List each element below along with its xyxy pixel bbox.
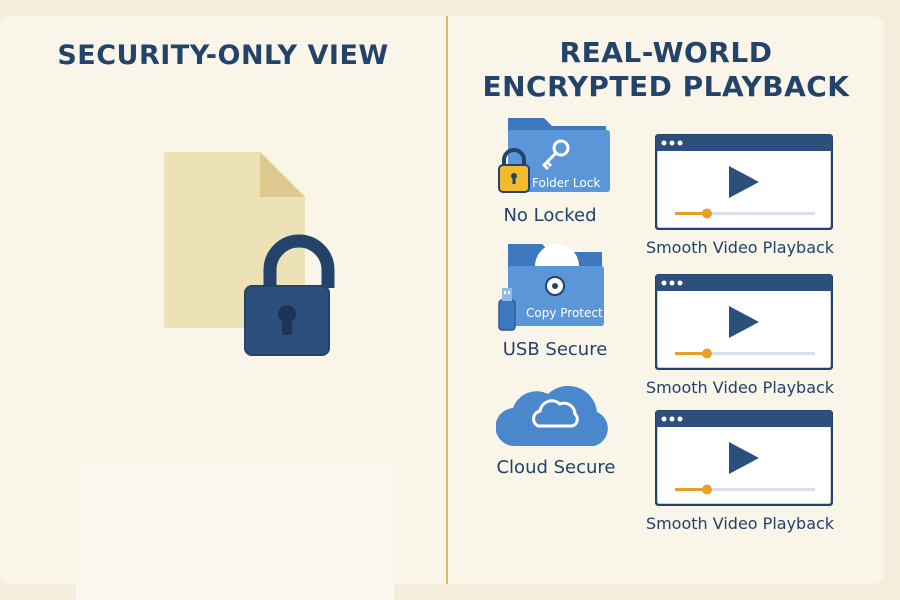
video-player-2 bbox=[655, 274, 833, 370]
video-playback-label-2: Smooth Video Playback bbox=[645, 378, 835, 397]
video-player-3 bbox=[655, 410, 833, 506]
cloud-secure-label: Cloud Secure bbox=[496, 457, 616, 478]
folder-lock-icon bbox=[498, 118, 610, 193]
usb-copy-protect-icon bbox=[498, 244, 604, 331]
left-title: SECURITY-ONLY VIEW bbox=[57, 40, 389, 71]
right-title-line-1: REAL-WORLD bbox=[559, 36, 773, 69]
blank-box bbox=[76, 463, 394, 600]
video-playback-label-3: Smooth Video Playback bbox=[645, 514, 835, 533]
video-playback-label-1: Smooth Video Playback bbox=[645, 238, 835, 257]
video-player-1 bbox=[655, 134, 833, 230]
copy-protect-icon-text: Copy Protect bbox=[526, 306, 603, 320]
locked-document-icon bbox=[164, 152, 335, 356]
no-locked-label: No Locked bbox=[503, 205, 597, 226]
right-title: REAL-WORLD ENCRYPTED PLAYBACK bbox=[448, 36, 884, 104]
center-divider bbox=[446, 16, 448, 584]
right-title-line-2: ENCRYPTED PLAYBACK bbox=[482, 70, 850, 103]
usb-secure-label: USB Secure bbox=[502, 339, 608, 360]
folder-lock-icon-text: Folder Lock bbox=[532, 176, 601, 190]
cloud-icon bbox=[496, 385, 608, 447]
